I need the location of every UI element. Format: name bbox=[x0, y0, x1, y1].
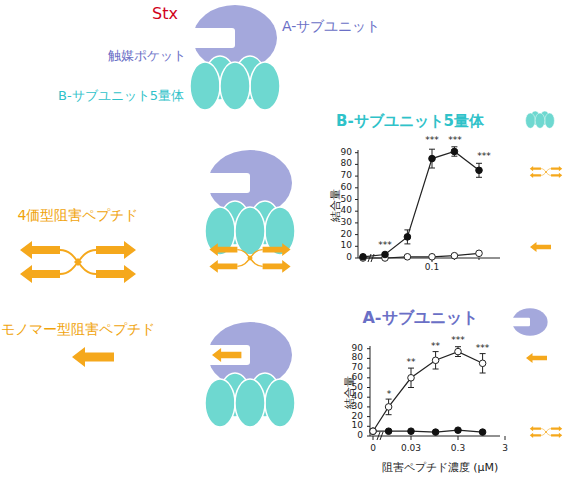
y-axis bbox=[358, 150, 359, 258]
data-point bbox=[408, 428, 415, 435]
axis-tick: 0.1 bbox=[425, 263, 439, 273]
a-subunit bbox=[202, 150, 292, 216]
axis-tick: 70 bbox=[352, 363, 363, 373]
axis-break bbox=[380, 432, 383, 440]
axis-break bbox=[377, 432, 380, 440]
b-pentamer bbox=[205, 373, 295, 427]
axis-tick: 3 bbox=[502, 444, 508, 454]
y-ticks bbox=[367, 349, 370, 436]
chart-a-subunit bbox=[367, 346, 505, 440]
data-point bbox=[404, 253, 411, 260]
axis-tick: 70 bbox=[341, 171, 352, 181]
axis-tick: 0 bbox=[357, 431, 363, 441]
x-ticks bbox=[373, 436, 505, 440]
filled-markers bbox=[360, 148, 483, 260]
axis-tick: 0.03 bbox=[401, 444, 421, 454]
data-point bbox=[404, 234, 411, 241]
axis-tick: 80 bbox=[352, 353, 363, 363]
data-point bbox=[432, 357, 439, 364]
a-subunit-icon bbox=[510, 308, 548, 336]
axis-tick: 90 bbox=[341, 148, 352, 158]
series-line bbox=[373, 352, 483, 432]
series-icon bbox=[530, 426, 562, 438]
data-point bbox=[479, 429, 486, 436]
data-point bbox=[385, 404, 392, 411]
significance-mark: *** bbox=[476, 344, 490, 354]
peptide-label: モノマー型阻害ペプチド bbox=[1, 322, 155, 337]
series-line bbox=[363, 253, 479, 258]
b-pentamer bbox=[190, 56, 280, 110]
b-pentamer-icon bbox=[526, 111, 555, 128]
significance-mark: *** bbox=[451, 336, 465, 346]
axis-tick: 90 bbox=[352, 344, 363, 354]
axis-title: 阻害ペプチド濃度 (μM) bbox=[382, 462, 499, 474]
axis-tick: 0 bbox=[346, 253, 352, 263]
subunit-label: A-サブユニット bbox=[282, 19, 380, 34]
error-bars bbox=[386, 347, 486, 415]
data-point bbox=[476, 250, 483, 257]
data-point bbox=[451, 252, 458, 259]
axis-tick: 60 bbox=[341, 183, 352, 193]
data-point bbox=[451, 148, 458, 155]
data-point bbox=[455, 348, 462, 355]
significance-mark: *** bbox=[448, 136, 462, 146]
panel-heading: B-サブユニット5量体 bbox=[336, 113, 484, 130]
data-point bbox=[408, 375, 415, 382]
data-point bbox=[429, 253, 436, 260]
panel-heading: A-サブユニット bbox=[362, 309, 477, 327]
data-point bbox=[385, 428, 392, 435]
tetravalent-peptide bbox=[20, 241, 136, 283]
a-subunit bbox=[187, 5, 277, 71]
axis-tick: 20 bbox=[352, 412, 363, 422]
data-point bbox=[370, 428, 377, 435]
chart-pentamer bbox=[355, 147, 500, 262]
significance-mark: * bbox=[387, 390, 392, 400]
monomer-peptide bbox=[212, 348, 241, 362]
open-markers bbox=[360, 250, 483, 261]
data-point bbox=[360, 253, 367, 260]
axis-title: 結合量 bbox=[344, 376, 356, 409]
y-axis bbox=[370, 346, 371, 436]
series-line bbox=[363, 152, 479, 257]
significance-mark: *** bbox=[378, 241, 392, 251]
subunit-label: B-サブユニット5量体 bbox=[58, 89, 184, 103]
series-icon bbox=[530, 242, 551, 252]
toxin-name: Stx bbox=[152, 5, 178, 23]
series-icon bbox=[530, 166, 562, 178]
data-point bbox=[479, 360, 486, 367]
pocket-label: 触媒ポケット bbox=[108, 49, 186, 63]
data-point bbox=[455, 427, 462, 434]
data-point bbox=[476, 167, 483, 174]
significance-mark: *** bbox=[477, 152, 491, 162]
data-point bbox=[370, 428, 377, 435]
y-ticks bbox=[355, 153, 358, 258]
series-icon bbox=[526, 353, 547, 363]
data-point bbox=[432, 429, 439, 436]
open-markers bbox=[370, 348, 486, 434]
axis-tick: 10 bbox=[341, 241, 352, 251]
significance-mark: ** bbox=[407, 358, 416, 368]
error-bars bbox=[404, 147, 482, 244]
data-point bbox=[429, 155, 436, 162]
axis-tick: 10 bbox=[352, 421, 363, 431]
data-point bbox=[382, 251, 389, 258]
axis-tick: 20 bbox=[341, 230, 352, 240]
significance-mark: *** bbox=[425, 136, 439, 146]
axis-tick: 40 bbox=[341, 206, 352, 216]
axis-title: 結合量 bbox=[330, 189, 342, 222]
monomer-peptide bbox=[72, 347, 114, 367]
significance-mark: ** bbox=[431, 342, 440, 352]
tetravalent-peptide bbox=[209, 243, 290, 272]
axis-tick: 50 bbox=[341, 195, 352, 205]
a-subunit bbox=[202, 322, 292, 388]
axis-tick: 30 bbox=[341, 218, 352, 228]
axis-tick: 80 bbox=[341, 159, 352, 169]
filled-markers bbox=[370, 427, 486, 436]
peptide-label: 4価型阻害ペプチド bbox=[18, 208, 139, 223]
axis-tick: 0 bbox=[370, 444, 376, 454]
axis-tick: 0.3 bbox=[451, 444, 465, 454]
